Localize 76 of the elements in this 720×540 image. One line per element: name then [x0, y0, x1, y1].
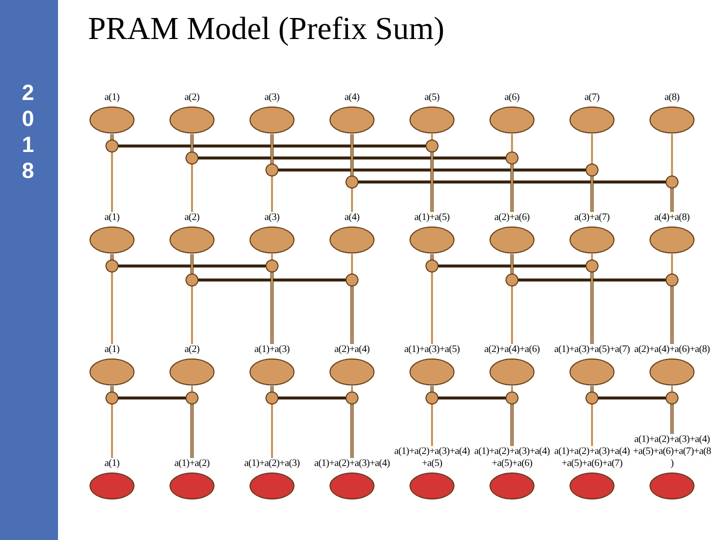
node-label: a(1)+a(2)+a(3)+a(4) +a(5)+a(6)+a(7)+a(8) — [632, 434, 712, 470]
node-label: a(1) — [104, 344, 120, 356]
node-label: a(2) — [184, 92, 200, 104]
node-label: a(6) — [504, 92, 520, 104]
node-label: a(1)+a(2) — [174, 458, 210, 470]
node-label: a(5) — [424, 92, 440, 104]
connector-line — [430, 254, 594, 344]
connector-line — [270, 386, 354, 458]
node-label: a(2) — [184, 344, 200, 356]
connector-line — [191, 386, 193, 458]
node-label: a(1)+a(2)+a(3)+a(4)+a(5) — [392, 446, 472, 470]
node-label: a(1)+a(3)+a(5)+a(7) — [554, 344, 630, 356]
connector-line — [271, 134, 273, 212]
connector-line — [671, 134, 673, 212]
connector-line — [591, 386, 593, 446]
connector-line — [431, 386, 433, 446]
connector-line — [671, 386, 673, 434]
connector-line — [511, 134, 513, 212]
processor-node — [632, 344, 712, 386]
connector-line — [590, 386, 674, 434]
connector-line — [351, 254, 353, 344]
processor-node — [552, 344, 632, 386]
node-label: a(2)+a(4)+a(6) — [484, 344, 540, 356]
connector-line — [191, 254, 193, 344]
node-label: a(8) — [664, 92, 680, 104]
connector-line — [271, 386, 273, 458]
processor-node — [552, 446, 632, 500]
connector-line — [511, 386, 513, 446]
connector-line — [431, 254, 433, 344]
year-label: 2018 — [20, 80, 36, 184]
node-label: a(3) — [264, 212, 280, 224]
connector-line — [591, 134, 593, 212]
node-label: a(1)+a(2)+a(3)+a(4) +a(5)+a(6)+a(7) — [552, 446, 632, 470]
node-label: a(1) — [104, 458, 120, 470]
connector-line — [271, 254, 273, 344]
slide-title: PRAM Model (Prefix Sum) — [88, 10, 444, 47]
connector-line — [430, 386, 514, 446]
connector-line — [111, 254, 113, 344]
node-label: a(7) — [584, 92, 600, 104]
node-label: a(1)+a(2)+a(3)+a(4) — [314, 458, 390, 470]
node-label: a(4) — [344, 92, 360, 104]
connector-line — [511, 254, 513, 344]
connector-line — [111, 134, 113, 212]
connector-line — [110, 386, 194, 458]
node-label: a(1)+a(2)+a(3)+a(4)+a(5)+a(6) — [472, 446, 552, 470]
node-label: a(1)+a(3)+a(5) — [404, 344, 460, 356]
processor-node — [392, 446, 472, 500]
connector-line — [190, 254, 354, 344]
connector-line — [350, 134, 674, 212]
node-label: a(1) — [104, 92, 120, 104]
connector-line — [351, 134, 353, 212]
connector-line — [110, 134, 434, 212]
connector-line — [431, 134, 433, 212]
node-label: a(4) — [344, 212, 360, 224]
connector-line — [671, 254, 673, 344]
connector-line — [591, 254, 593, 344]
connector-line — [270, 134, 594, 212]
node-label: a(1)+a(5) — [414, 212, 450, 224]
connector-line — [111, 386, 113, 458]
connector-line — [110, 254, 274, 344]
node-label: a(3)+a(7) — [574, 212, 610, 224]
connector-line — [191, 134, 193, 212]
node-label: a(1) — [104, 212, 120, 224]
node-label: a(2)+a(4) — [334, 344, 370, 356]
node-label: a(4)+a(8) — [654, 212, 690, 224]
connector-line — [351, 386, 353, 458]
node-label: a(2)+a(4)+a(6)+a(8) — [634, 344, 710, 356]
processor-node — [472, 446, 552, 500]
node-label: a(3) — [264, 92, 280, 104]
node-label: a(1)+a(2)+a(3) — [244, 458, 300, 470]
node-label: a(2) — [184, 212, 200, 224]
processor-node — [312, 458, 392, 500]
connector-line — [510, 254, 674, 344]
node-label: a(1)+a(3) — [254, 344, 290, 356]
node-label: a(2)+a(6) — [494, 212, 530, 224]
processor-node — [632, 434, 712, 500]
